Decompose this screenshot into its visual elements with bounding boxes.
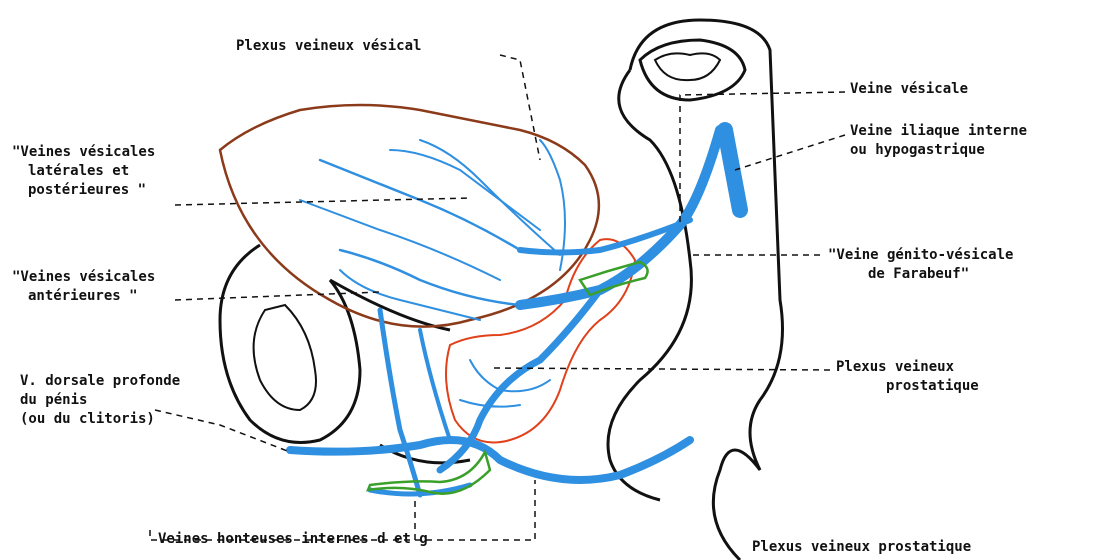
- label-veines-anterieures: "Veines vésicales antérieures ": [12, 268, 155, 306]
- label-line: Plexus veineux: [836, 358, 979, 377]
- label-text: Veine vésicale: [850, 80, 968, 99]
- label-iliaque: Veine iliaque interne ou hypogastrique: [850, 122, 1027, 160]
- label-plexus-vesical: Plexus veineux vésical: [236, 37, 421, 56]
- pubic-outline: [220, 245, 470, 463]
- label-line: du pénis: [20, 391, 180, 410]
- label-genito: "Veine génito-vésicale de Farabeuf": [828, 246, 1013, 284]
- label-plexus-prostatique-mid: Plexus veineux prostatique: [836, 358, 979, 396]
- prostate-outline: [446, 239, 635, 442]
- label-line: "Veine génito-vésicale: [828, 246, 1013, 265]
- label-line: (ou du clitoris): [20, 410, 180, 429]
- label-line: ou hypogastrique: [850, 141, 1027, 160]
- label-line: Veine iliaque interne: [850, 122, 1027, 141]
- label-line: "Veines vésicales: [12, 143, 155, 162]
- label-line: postérieures ": [12, 181, 155, 200]
- label-veine-vesicale: Veine vésicale: [850, 80, 968, 99]
- label-dorsale: V. dorsale profonde du pénis (ou du clit…: [20, 372, 180, 429]
- label-line: prostatique: [836, 377, 979, 396]
- label-veines-laterales: "Veines vésicales latérales et postérieu…: [12, 143, 155, 200]
- bladder-outline: [220, 105, 599, 327]
- label-plexus-prostatique-bottom: Plexus veineux prostatique: [752, 538, 971, 557]
- label-text: Veines honteuses internes d et g: [158, 530, 428, 549]
- label-line: antérieures ": [12, 287, 155, 306]
- label-text: Plexus veineux prostatique: [752, 538, 971, 557]
- label-line: "Veines vésicales: [12, 268, 155, 287]
- rectum-outline: [608, 20, 783, 560]
- label-honteuses: Veines honteuses internes d et g: [158, 530, 428, 549]
- label-line: latérales et: [12, 162, 155, 181]
- label-line: de Farabeuf": [828, 265, 1013, 284]
- label-line: V. dorsale profonde: [20, 372, 180, 391]
- label-text: Plexus veineux vésical: [236, 37, 421, 56]
